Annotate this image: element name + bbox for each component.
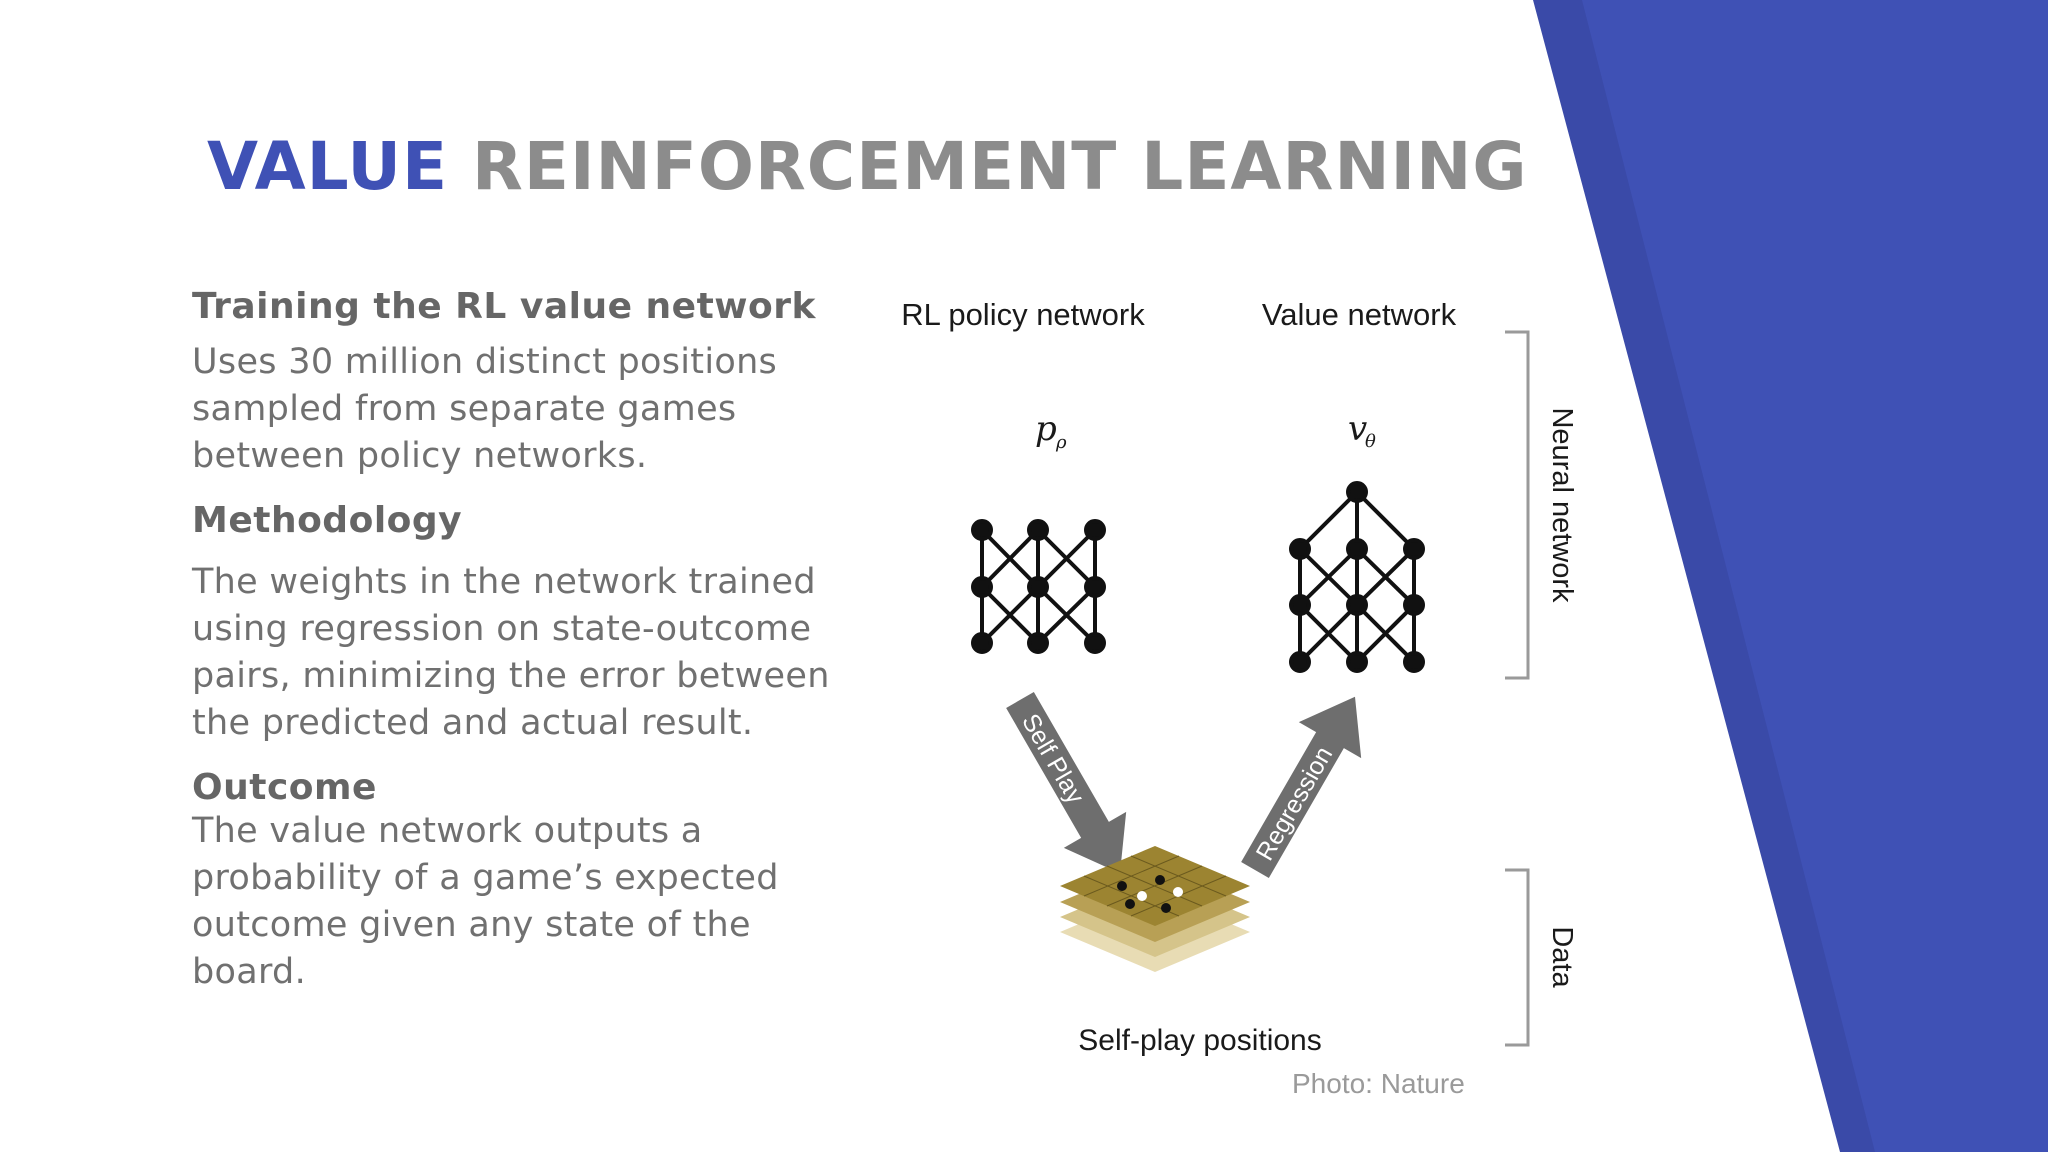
neural-network-label: Neural network (1546, 407, 1578, 603)
alphago-value-network-diagram: RL policy network Value network p ρ v θ (901, 297, 1578, 1057)
title-accent: VALUE (207, 128, 449, 205)
section-body: The weights in the network trained using… (192, 562, 830, 743)
regression-arrow: Regression (1241, 696, 1362, 878)
data-label: Data (1546, 926, 1578, 988)
blue-shape (1582, 0, 2048, 1152)
title-rest: REINFORCEMENT LEARNING (472, 128, 1528, 205)
section-body: The value network outputs a probability … (192, 811, 779, 992)
photo-credit: Photo: Nature (1292, 1068, 1465, 1099)
value-symbol: v θ (1348, 409, 1376, 452)
policy-network-graph (971, 519, 1106, 654)
policy-symbol: p ρ (1035, 409, 1067, 453)
section-heading: Outcome (192, 767, 377, 808)
text-column: Training the RL value network Uses 30 mi… (192, 286, 832, 996)
self-play-label: Self Play (1016, 709, 1090, 809)
value-network-label: Value network (1262, 297, 1457, 332)
svg-text:ρ: ρ (1055, 432, 1067, 453)
regression-label: Regression (1251, 742, 1338, 866)
data-bracket (1505, 868, 1530, 1047)
slide-title: VALUE REINFORCEMENT LEARNING (207, 128, 1528, 205)
board-label: Self-play positions (1078, 1024, 1321, 1057)
svg-text:θ: θ (1365, 431, 1376, 452)
section-heading: Methodology (192, 500, 463, 541)
section-body: Uses 30 million distinct positions sampl… (192, 342, 778, 476)
section-heading: Training the RL value network (192, 286, 816, 327)
policy-network-label: RL policy network (901, 297, 1145, 332)
neural-network-bracket (1505, 330, 1530, 680)
value-network-graph (1289, 481, 1425, 673)
svg-text:p: p (1035, 409, 1057, 449)
go-board-stack (1060, 846, 1250, 972)
svg-text:v: v (1348, 409, 1367, 449)
